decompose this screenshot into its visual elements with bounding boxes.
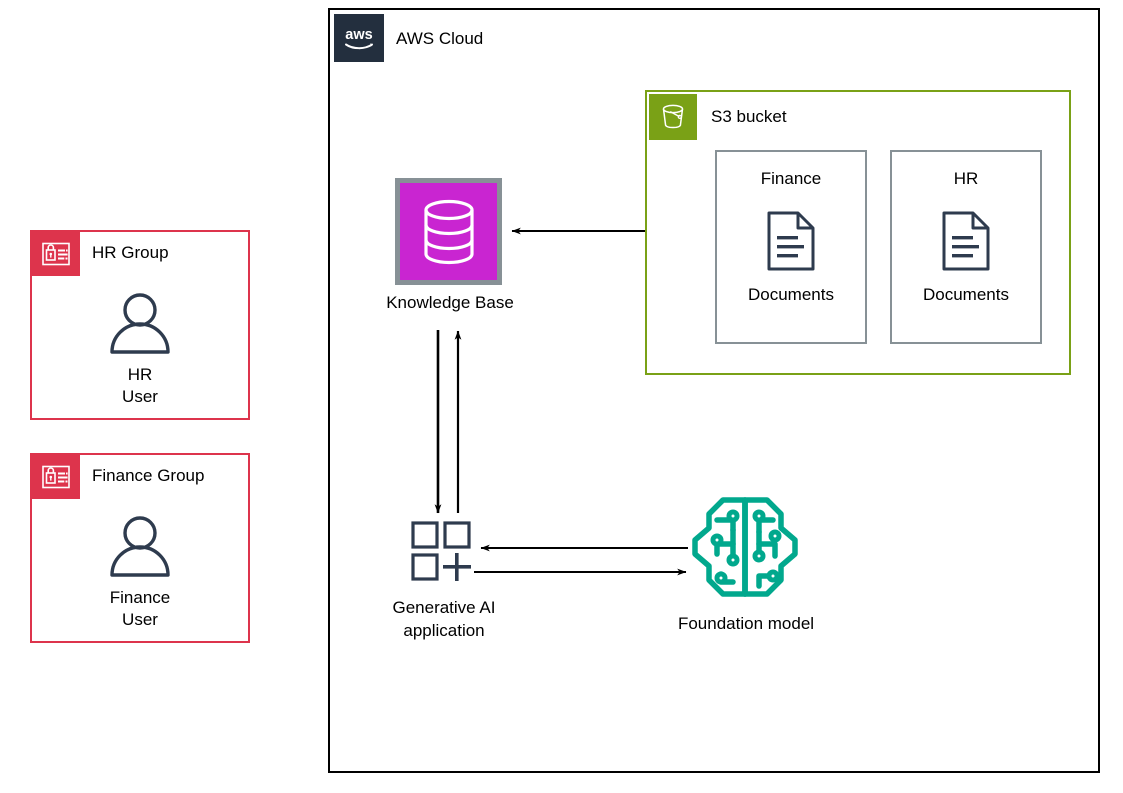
iam-group-icon: [32, 455, 80, 499]
generative-ai-application-label: Generative AI application: [368, 596, 520, 642]
foundation-model-brain-icon: [687, 492, 803, 602]
user-icon: [104, 290, 176, 358]
knowledge-base-label: Knowledge Base: [386, 293, 514, 312]
finance-user-caption-line1: Finance: [109, 588, 171, 607]
foundation-model-label: Foundation model: [677, 614, 815, 633]
finance-group-box: Finance Group Finance User: [30, 453, 250, 643]
user-icon: [104, 513, 176, 581]
svg-text:aws: aws: [345, 27, 372, 43]
aws-logo-icon: aws: [334, 14, 384, 62]
aws-cloud-label: AWS Cloud: [396, 29, 484, 48]
finance-group-title: Finance Group: [92, 466, 205, 485]
hr-group-title: HR Group: [92, 243, 169, 262]
hr-documents-card: HR Documents: [890, 150, 1042, 344]
s3-bucket-container: S3 bucket Finance Documents HR: [645, 90, 1071, 375]
document-icon: [940, 210, 992, 272]
finance-card-caption: Documents: [748, 285, 834, 304]
hr-card-caption: Documents: [923, 285, 1009, 304]
hr-user-caption-line1: HR: [127, 365, 153, 384]
hr-group-box: HR Group HR User: [30, 230, 250, 420]
document-icon: [765, 210, 817, 272]
hr-card-title: HR: [953, 169, 979, 188]
s3-bucket-icon: [649, 94, 697, 140]
s3-bucket-label: S3 bucket: [711, 107, 787, 126]
hr-user-caption: HR User: [32, 364, 248, 408]
knowledge-base-icon: [395, 178, 502, 285]
hr-user-caption-line2: User: [122, 387, 158, 406]
finance-card-title: Finance: [760, 169, 822, 188]
genai-label-line2: application: [403, 621, 485, 640]
iam-group-icon: [32, 232, 80, 276]
generative-ai-application-icon: [411, 521, 473, 581]
finance-user-caption: Finance User: [32, 587, 248, 631]
finance-user-caption-line2: User: [122, 610, 158, 629]
aws-cloud-container: aws AWS Cloud S3 bucket Finance: [328, 8, 1100, 773]
finance-documents-card: Finance Documents: [715, 150, 867, 344]
genai-label-line1: Generative AI: [392, 598, 496, 617]
